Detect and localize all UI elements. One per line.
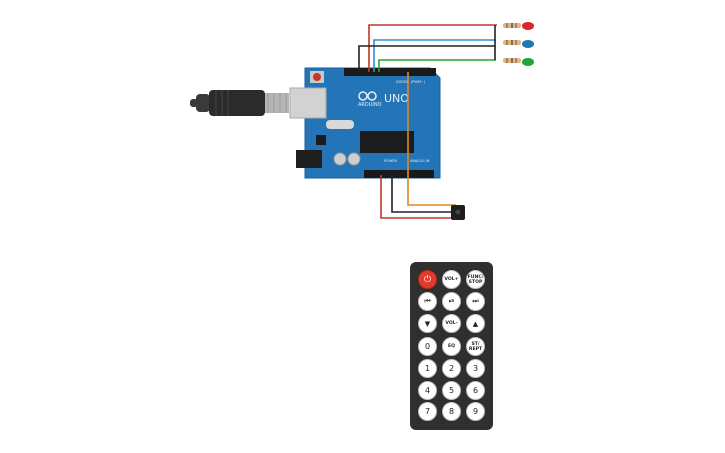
ground-wire-top[interactable]	[358, 25, 496, 72]
remote-button-eq[interactable]: EQ	[442, 337, 461, 356]
remote-button-six[interactable]: 6	[466, 381, 485, 400]
green-led[interactable]	[522, 58, 534, 66]
remote-button-up[interactable]: ▲	[466, 314, 485, 333]
green-wire[interactable]	[378, 59, 496, 72]
remote-button-one[interactable]: 1	[418, 359, 437, 378]
brand-text: ARDUINO	[358, 102, 382, 108]
remote-button-prev[interactable]: ⏮	[418, 292, 437, 311]
remote-button-three[interactable]: 3	[466, 359, 485, 378]
analog-label: ANALOG IN	[410, 159, 430, 163]
green-led-assembly[interactable]	[503, 58, 534, 66]
red-wire[interactable]	[368, 24, 497, 72]
blue-wire[interactable]	[373, 39, 496, 72]
remote-button-st-rept[interactable]: ST/ REPT	[466, 337, 485, 356]
remote-button-four[interactable]: 4	[418, 381, 437, 400]
remote-button-play-pause[interactable]: ⏯	[442, 292, 461, 311]
capacitor-1	[333, 152, 347, 166]
blue-led-assembly[interactable]	[503, 40, 534, 48]
remote-button-five[interactable]: 5	[442, 381, 461, 400]
crystal	[326, 120, 354, 129]
power-wire[interactable]	[380, 175, 456, 219]
red-led-assembly[interactable]	[503, 22, 534, 30]
remote-button-seven[interactable]: 7	[418, 402, 437, 421]
remote-button-down[interactable]: ▼	[418, 314, 437, 333]
model-text: UNO	[384, 92, 409, 105]
arduino-uno-board[interactable]: UNO ARDUINO DIGITAL (PWM~) POWER ANALOG …	[289, 67, 441, 179]
remote-button-func-stop[interactable]: FUNC/ STOP	[466, 270, 485, 289]
arduino-logo-icon	[358, 91, 377, 101]
remote-button-nine[interactable]: 9	[466, 402, 485, 421]
digital-header	[344, 68, 436, 76]
reset-button[interactable]	[313, 73, 321, 81]
power-label: POWER	[384, 159, 398, 163]
blue-led[interactable]	[522, 40, 534, 48]
regulator	[316, 135, 326, 145]
remote-button-zero[interactable]: 0	[418, 337, 437, 356]
signal-wire[interactable]	[407, 72, 456, 206]
microcontroller-chip	[360, 131, 414, 153]
remote-button-eight[interactable]: 8	[442, 402, 461, 421]
red-led[interactable]	[522, 22, 534, 30]
ground-wire-bottom[interactable]	[391, 175, 456, 213]
power-jack	[296, 150, 322, 168]
power-analog-header	[364, 170, 434, 178]
usb-port	[289, 87, 327, 119]
usb-cable[interactable]	[190, 90, 289, 116]
capacitor-2	[347, 152, 361, 166]
remote-button-vol-down[interactable]: VOL-	[442, 314, 461, 333]
remote-button-next[interactable]: ⏭	[466, 292, 485, 311]
digital-label: DIGITAL (PWM~)	[396, 80, 426, 84]
remote-button-power[interactable]: ⏻	[418, 270, 437, 289]
remote-button-vol-up[interactable]: VOL+	[442, 270, 461, 289]
ir-receiver[interactable]	[451, 205, 465, 220]
remote-button-two[interactable]: 2	[442, 359, 461, 378]
